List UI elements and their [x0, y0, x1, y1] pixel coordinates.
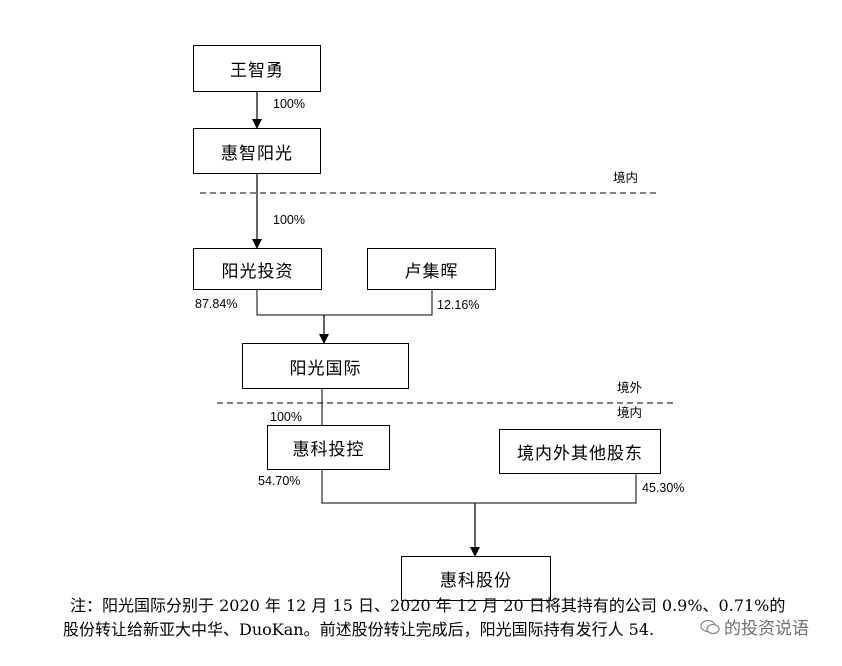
edge-label-lu-intl: 12.16%	[437, 298, 480, 312]
node-label: 王智勇	[230, 61, 284, 81]
node-huizhi-yangguang: 惠智阳光	[193, 128, 321, 174]
edge-holding-other-merge	[321, 470, 637, 504]
edge-label-other-shares: 45.30%	[642, 481, 685, 495]
node-label: 阳光投资	[221, 261, 294, 282]
node-label: 阳光国际	[289, 358, 362, 379]
edge-label-wang-huizhi: 100%	[273, 97, 305, 111]
node-lu-jihui: 卢集晖	[367, 248, 496, 290]
wechat-icon	[700, 619, 720, 634]
node-other-shareholders: 境内外其他股东	[499, 429, 661, 474]
node-label: 惠智阳光	[221, 143, 293, 164]
node-huike-shares: 惠科股份	[401, 556, 551, 601]
watermark-text: 的投资说语	[724, 619, 809, 639]
edge-label-holding-shares: 54.70%	[258, 474, 301, 488]
edge-label-intl-holding: 100%	[270, 410, 302, 424]
watermark: 的投资说语	[700, 614, 809, 639]
edge-label-huizhi-invest: 100%	[273, 213, 305, 227]
edge-label-invest-intl: 87.84%	[195, 297, 238, 311]
zone-label-overseas: 境外	[617, 380, 643, 395]
node-huike-holding: 惠科投控	[267, 425, 390, 470]
node-label: 惠科股份	[440, 571, 512, 591]
footnote-line-2: 股份转让给新亚大中华、DuoKan。前述股份转让完成后，阳光国际持有发行人 54…	[63, 620, 655, 639]
node-wang-zhiyong: 王智勇	[193, 45, 321, 92]
node-label: 惠科投控	[292, 440, 365, 460]
node-label: 境内外其他股东	[517, 444, 643, 464]
zone-label-domestic: 境内	[613, 170, 639, 185]
node-yangguang-international: 阳光国际	[242, 343, 409, 389]
edge-invest-lu-merge	[256, 290, 433, 316]
node-yangguang-investment: 阳光投资	[193, 248, 322, 290]
node-label: 卢集晖	[404, 261, 459, 282]
zone-label-domestic-2: 境内	[617, 405, 643, 420]
footnote-line-1: 注：阳光国际分别于 2020 年 12 月 15 日、2020 年 12 月 2…	[70, 596, 786, 615]
